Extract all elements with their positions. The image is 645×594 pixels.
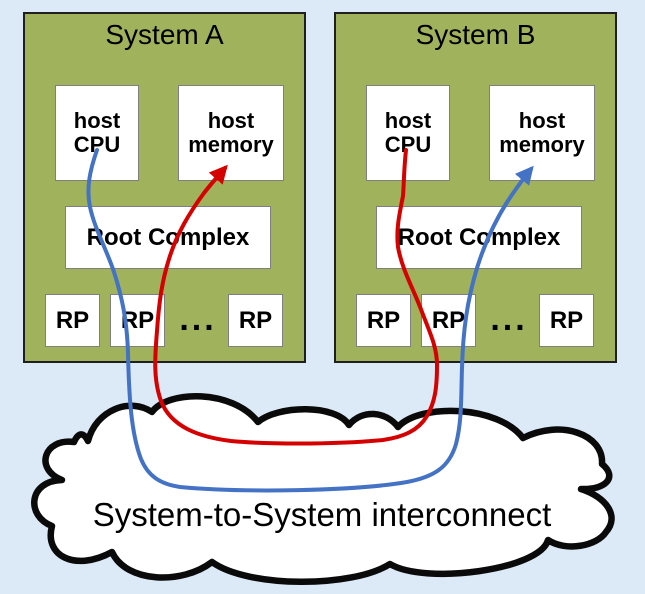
system-a-ellipsis: ...: [179, 300, 217, 338]
system-a-box: System A host CPU host memory Root Compl…: [23, 12, 306, 363]
system-a-rp3-box: RP: [228, 294, 283, 347]
system-b-root-complex-label: Root Complex: [397, 223, 561, 251]
system-a-root-complex-box: Root Complex: [65, 206, 271, 269]
system-b-rp2-box: RP: [421, 294, 476, 347]
system-b-ellipsis: ...: [490, 300, 528, 338]
system-a-host-cpu-label: host CPU: [73, 108, 121, 157]
system-b-rp3-label: RP: [549, 306, 584, 334]
system-a-root-complex-label: Root Complex: [86, 223, 250, 251]
system-b-box: System B host CPU host memory Root Compl…: [334, 12, 617, 363]
system-a-host-memory-label: host memory: [188, 108, 274, 157]
system-a-rp3-label: RP: [238, 306, 273, 334]
system-b-host-memory-box: host memory: [489, 85, 595, 181]
system-a-rp1-box: RP: [45, 294, 100, 347]
system-b-rp1-box: RP: [356, 294, 411, 347]
system-b-host-cpu-box: host CPU: [366, 85, 450, 181]
system-b-rp1-label: RP: [366, 306, 401, 334]
system-a-host-memory-box: host memory: [178, 85, 284, 181]
cloud-shape: [31, 393, 615, 585]
cloud-label: System-to-System interconnect: [93, 496, 552, 533]
system-b-host-cpu-label: host CPU: [384, 108, 432, 157]
system-a-rp2-label: RP: [120, 306, 155, 334]
system-b-title: System B: [415, 19, 536, 50]
system-b-rp3-box: RP: [539, 294, 594, 347]
system-a-rp1-label: RP: [55, 306, 90, 334]
system-b-root-complex-box: Root Complex: [376, 206, 582, 269]
system-a-title: System A: [105, 19, 224, 50]
system-a-rp2-box: RP: [110, 294, 165, 347]
system-b-host-memory-label: host memory: [499, 108, 585, 157]
system-b-rp2-label: RP: [431, 306, 466, 334]
system-a-host-cpu-box: host CPU: [55, 85, 139, 181]
